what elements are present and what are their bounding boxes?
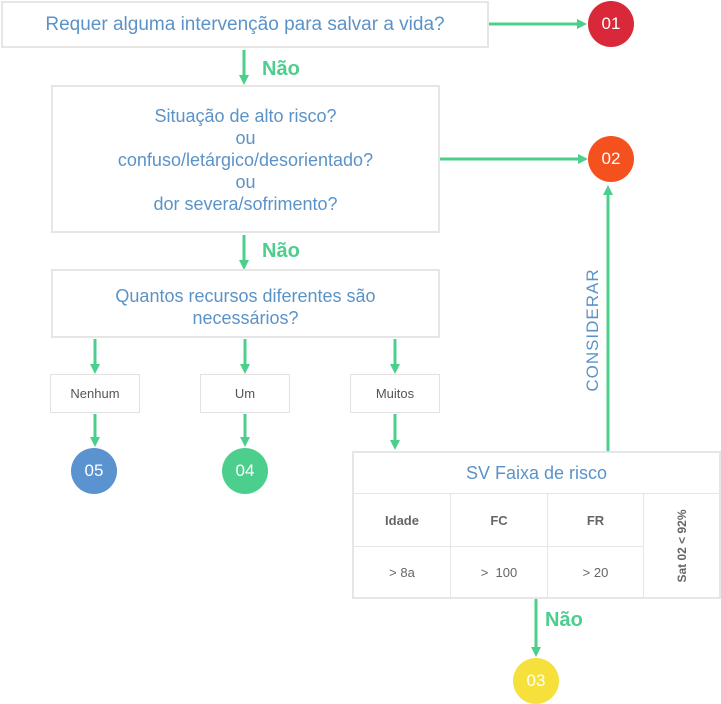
option-none: Nenhum — [50, 374, 140, 413]
q2-line-4: ou — [235, 172, 256, 192]
q2-line-5: dor severa/sofrimento? — [153, 194, 338, 214]
q3-line-1: Quantos recursos diferentes são — [115, 286, 376, 306]
header-age: Idade — [354, 493, 451, 546]
level-04-circle: 04 — [222, 448, 268, 494]
header-hr: FC — [451, 493, 548, 546]
q3-line-2: necessários? — [192, 308, 299, 328]
value-rr: > 20 — [548, 546, 644, 597]
q2-line-2: ou — [235, 128, 256, 148]
considerar-label: CONSIDERAR — [583, 268, 602, 392]
vital-signs-box: SV Faixa de risco Idade FC FR > 8a > 100… — [352, 451, 721, 599]
question-resources: Quantos recursos diferentes são necessár… — [51, 269, 440, 338]
level-01-circle: 01 — [588, 1, 634, 47]
no-label-3: Não — [545, 609, 583, 631]
level-03-circle: 03 — [513, 658, 559, 704]
question-life-saving: Requer alguma intervenção para salvar a … — [1, 1, 489, 48]
vital-signs-title: SV Faixa de risco — [465, 463, 608, 483]
level-02-circle: 02 — [588, 136, 634, 182]
level-05-circle: 05 — [71, 448, 117, 494]
no-label-2: Não — [262, 240, 300, 262]
sat-label: Sat 02 < 92% — [674, 509, 689, 583]
option-many: Muitos — [350, 374, 440, 413]
sat-cell: Sat 02 < 92% — [644, 493, 719, 598]
option-one: Um — [200, 374, 290, 413]
q2-line-1: Situação de alto risco? — [154, 106, 337, 126]
value-hr: > 100 — [451, 546, 548, 597]
question-high-risk: Situação de alto risco? ou confuso/letár… — [51, 85, 440, 233]
vital-signs-table: Idade FC FR > 8a > 100 > 20 Sat 02 < 92% — [354, 493, 719, 597]
header-rr: FR — [548, 493, 644, 546]
q2-line-3: confuso/letárgico/desorientado? — [117, 150, 374, 170]
value-age: > 8a — [354, 546, 451, 597]
no-label-1: Não — [262, 58, 300, 80]
